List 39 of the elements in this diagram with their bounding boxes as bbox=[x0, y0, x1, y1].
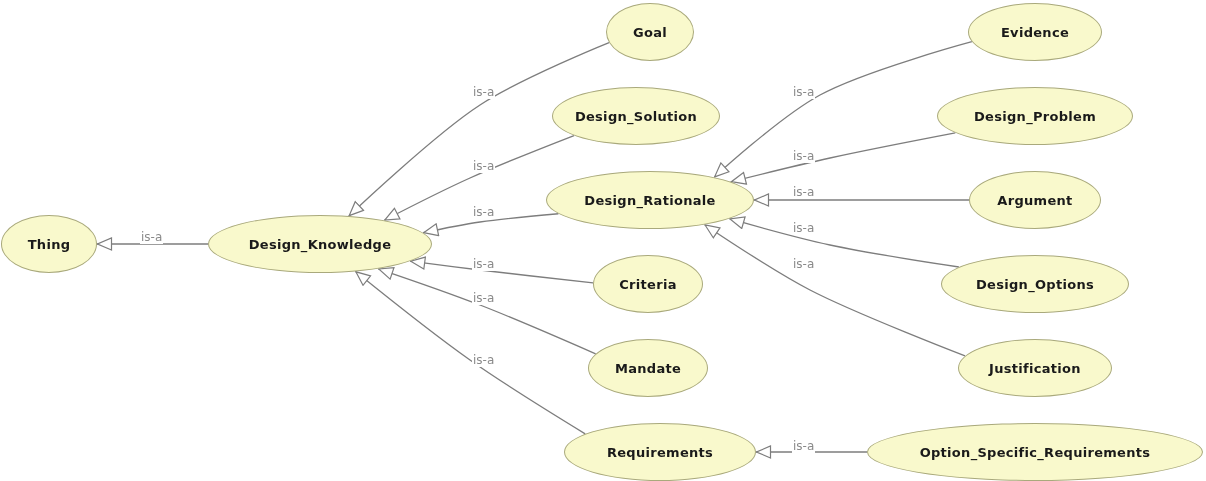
edge-label: is-a bbox=[792, 440, 816, 453]
edge-label: is-a bbox=[472, 292, 496, 305]
arrow bbox=[753, 193, 970, 207]
class-ellipse: Design_Problem bbox=[937, 87, 1133, 145]
class-ellipse: Thing bbox=[1, 215, 97, 273]
edge-label: is-a bbox=[472, 86, 496, 99]
class-ellipse: Design_Knowledge bbox=[208, 215, 432, 273]
class-ellipse: Option_Specific_Requirements bbox=[867, 423, 1203, 481]
arrow bbox=[704, 224, 966, 357]
edge-label: is-a bbox=[472, 354, 496, 367]
arrow bbox=[730, 132, 956, 185]
arrow bbox=[383, 134, 575, 221]
edge-label: is-a bbox=[472, 258, 496, 271]
arrow bbox=[755, 445, 868, 459]
class-ellipse: Design_Solution bbox=[552, 87, 720, 145]
class-ellipse: Design_Rationale bbox=[546, 171, 754, 229]
class-ellipse: Mandate bbox=[588, 339, 708, 397]
arrow bbox=[348, 42, 610, 217]
edge-label: is-a bbox=[792, 222, 816, 235]
edge-label: is-a bbox=[472, 206, 496, 219]
arrow bbox=[713, 41, 973, 178]
class-ellipse: Requirements bbox=[564, 423, 756, 481]
edge-label: is-a bbox=[792, 186, 816, 199]
class-ellipse: Goal bbox=[606, 3, 694, 61]
class-ellipse: Evidence bbox=[968, 3, 1102, 61]
arrow bbox=[409, 256, 594, 284]
class-ellipse: Criteria bbox=[593, 255, 703, 313]
edge-label: is-a bbox=[472, 160, 496, 173]
class-ellipse: Design_Options bbox=[941, 255, 1129, 313]
arrow bbox=[728, 216, 960, 268]
edge-label: is-a bbox=[140, 231, 164, 244]
class-ellipse: Justification bbox=[958, 339, 1112, 397]
edge-label: is-a bbox=[792, 150, 816, 163]
arrow bbox=[422, 213, 560, 237]
arrow bbox=[377, 267, 597, 355]
class-ellipse: Argument bbox=[969, 171, 1101, 229]
edge-label: is-a bbox=[792, 258, 816, 271]
edge-label: is-a bbox=[792, 86, 816, 99]
arrow bbox=[96, 237, 209, 251]
